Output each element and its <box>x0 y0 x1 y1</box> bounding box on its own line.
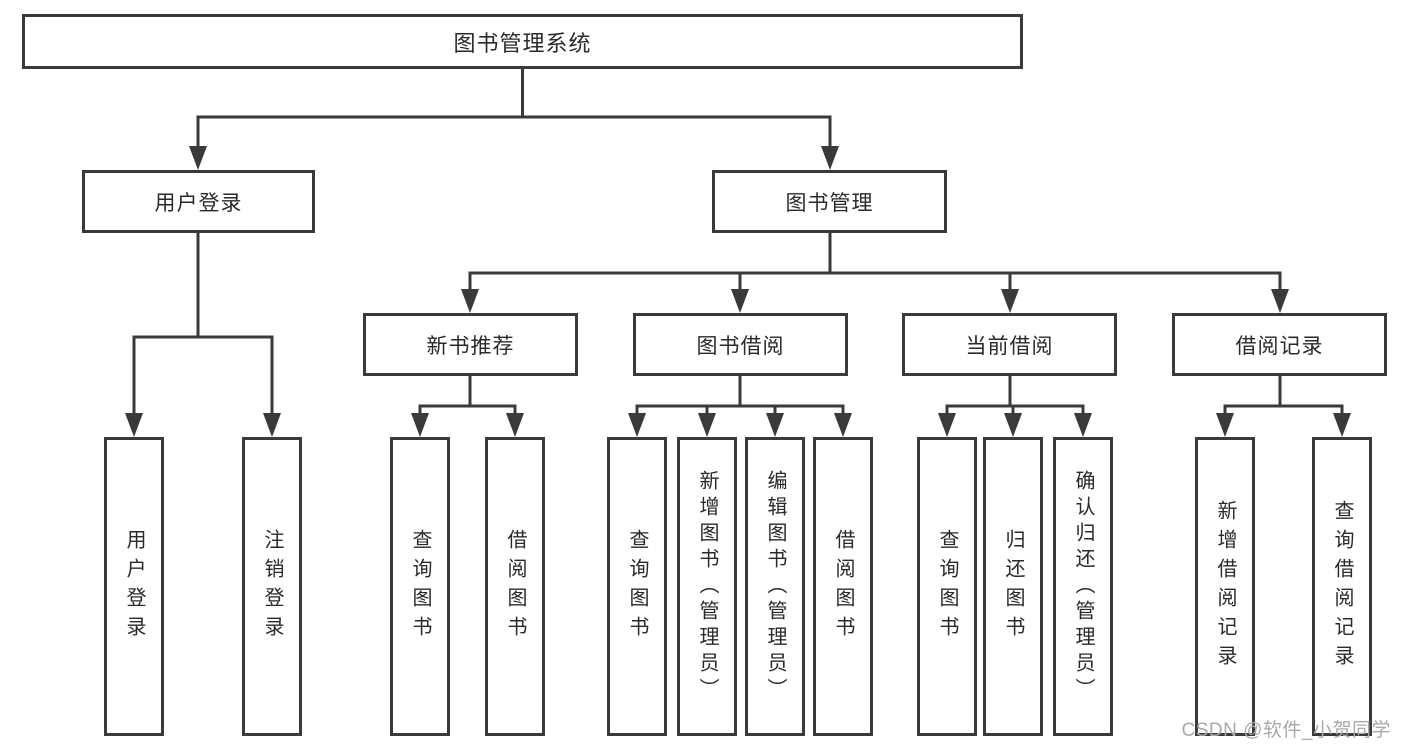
arrowhead <box>461 289 479 313</box>
node-bb-add-books-admin: 新增图书（管理员） <box>677 437 737 736</box>
node-label: 新增借阅记录 <box>1214 499 1236 674</box>
node-label: 归还图书 <box>1002 528 1024 645</box>
node-label: 借阅图书 <box>504 528 526 645</box>
node-label: 确认归还（管理员） <box>1072 469 1094 704</box>
arrowhead <box>189 146 207 170</box>
node-cb-query-books: 查询图书 <box>917 437 977 736</box>
node-label: 查询借阅记录 <box>1331 499 1353 674</box>
arrowhead <box>1001 289 1019 313</box>
connector <box>468 271 1282 291</box>
node-label: 查询图书 <box>409 528 431 645</box>
connector <box>418 404 517 415</box>
node-bb-borrow-books: 借阅图书 <box>813 437 873 736</box>
connector <box>635 404 845 415</box>
node-current-borrowing: 当前借阅 <box>902 313 1117 376</box>
node-label: 查询图书 <box>936 528 958 645</box>
node-cb-confirm-return-admin: 确认归还（管理员） <box>1053 437 1113 736</box>
node-bb-edit-books-admin: 编辑图书（管理员） <box>745 437 805 736</box>
arrowhead <box>125 413 143 437</box>
arrowhead <box>698 413 716 437</box>
arrowhead <box>1216 413 1234 437</box>
node-cb-return-books: 归还图书 <box>983 437 1043 736</box>
node-br-add-record: 新增借阅记录 <box>1195 437 1255 736</box>
arrowhead <box>821 146 839 170</box>
node-label: 借阅图书 <box>832 528 854 645</box>
arrowhead <box>628 413 646 437</box>
arrowhead <box>263 413 281 437</box>
node-label: 查询图书 <box>626 528 648 645</box>
node-bb-query-books: 查询图书 <box>607 437 667 736</box>
node-user-login-action: 用户登录 <box>104 437 164 736</box>
watermark: CSDN @软件_小贺同学 <box>1181 720 1391 741</box>
arrowhead <box>411 413 429 437</box>
node-borrowing-records: 借阅记录 <box>1172 313 1387 376</box>
arrowhead <box>1004 413 1022 437</box>
connector <box>132 335 274 415</box>
node-nbr-borrow-books: 借阅图书 <box>485 437 545 736</box>
node-book-borrowing: 图书借阅 <box>633 313 848 376</box>
node-label: 用户登录 <box>123 528 145 645</box>
node-logout-action: 注销登录 <box>242 437 302 736</box>
node-user-login: 用户登录 <box>82 170 315 233</box>
arrowhead <box>506 413 524 437</box>
node-label: 编辑图书（管理员） <box>764 469 786 704</box>
node-nbr-query-books: 查询图书 <box>390 437 450 736</box>
node-book-management: 图书管理 <box>712 170 947 233</box>
arrowhead <box>766 413 784 437</box>
connector <box>945 404 1085 415</box>
node-library-system: 图书管理系统 <box>22 14 1023 69</box>
arrowhead <box>1271 289 1289 313</box>
connector <box>1223 404 1344 415</box>
arrowhead <box>1333 413 1351 437</box>
node-new-book-recommendation: 新书推荐 <box>363 313 578 376</box>
node-label: 新增图书（管理员） <box>696 469 718 704</box>
arrowhead <box>731 289 749 313</box>
arrowhead <box>938 413 956 437</box>
arrowhead <box>1074 413 1092 437</box>
connector <box>196 115 832 148</box>
node-br-query-record: 查询借阅记录 <box>1312 437 1372 736</box>
arrowhead <box>834 413 852 437</box>
node-label: 注销登录 <box>261 528 283 645</box>
